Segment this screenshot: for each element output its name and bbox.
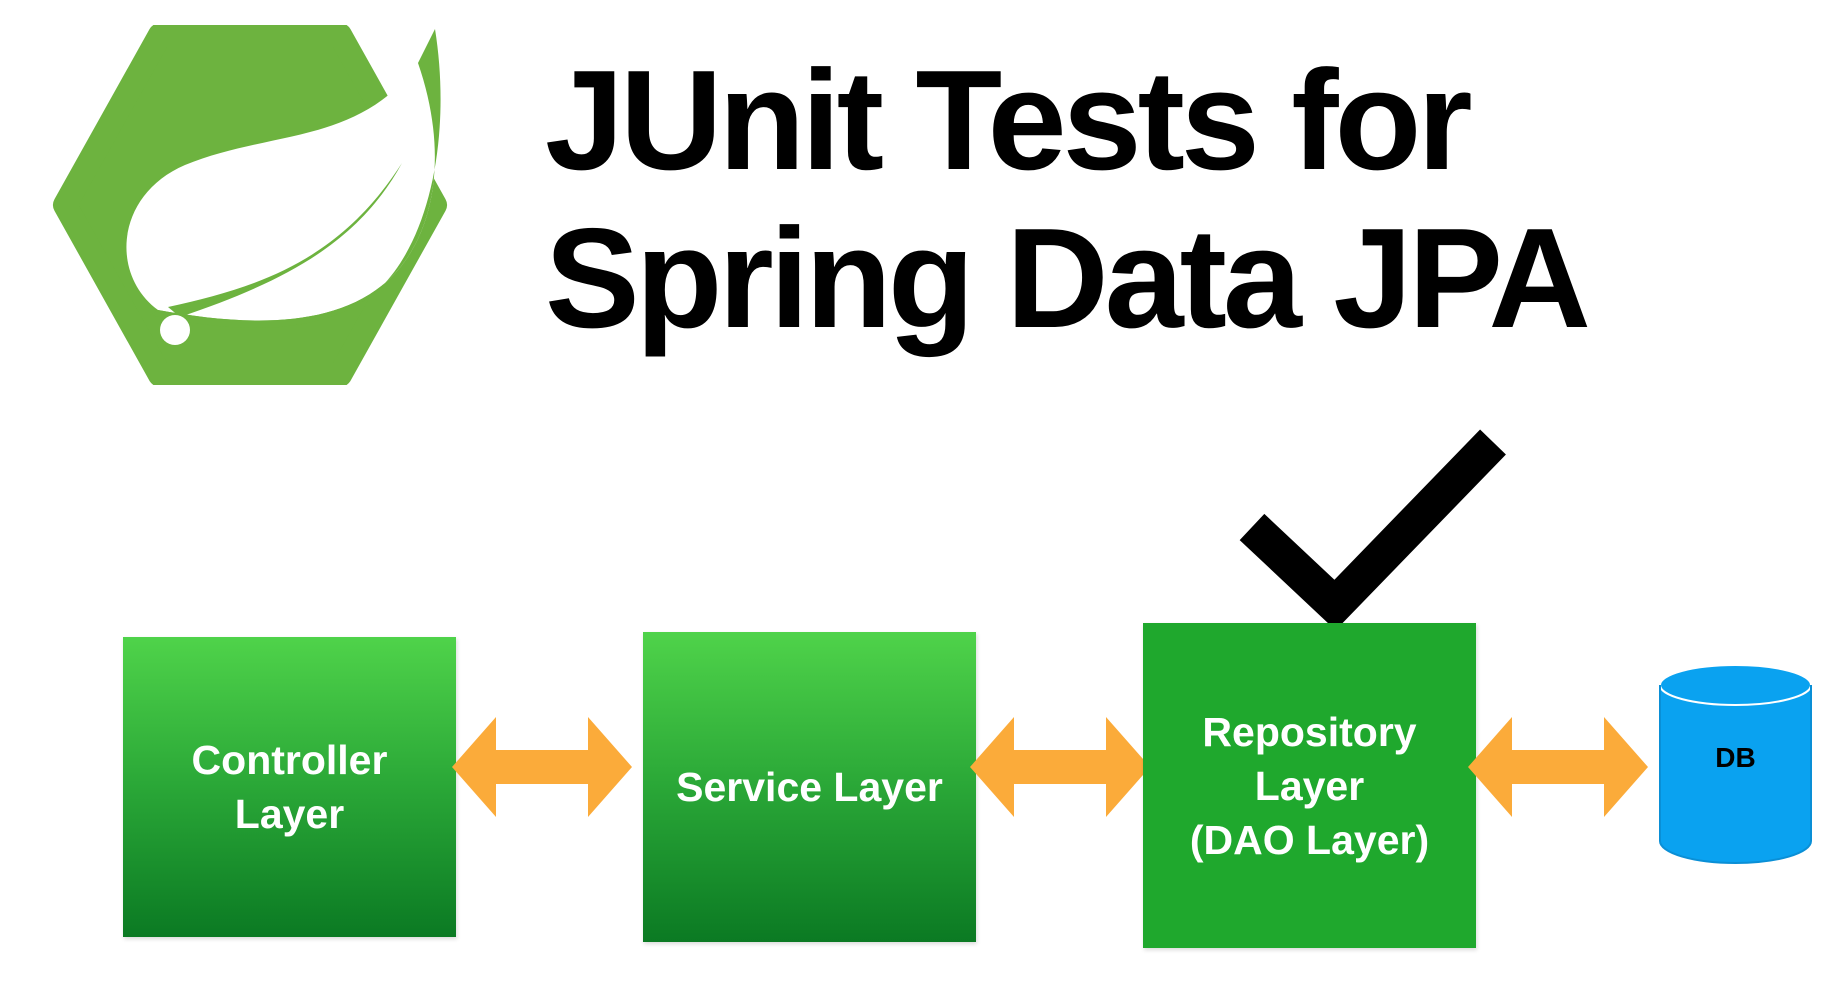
repository-layer-box: Repository Layer (DAO Layer) [1143,623,1476,948]
title-line-1: JUnit Tests for [545,41,1473,200]
service-layer-label: Service Layer [676,764,943,810]
service-layer-box: Service Layer [643,632,976,942]
repository-layer-label-line-3: (DAO Layer) [1189,816,1430,863]
database-label: DB [1715,742,1756,773]
checkmark-icon [1239,429,1506,631]
repository-layer-label-line-1: Repository [1202,708,1417,755]
double-headed-arrow-icon [1468,717,1648,817]
controller-layer-box: Controller Layer [123,637,456,937]
repository-layer-label-line-2: Layer [1254,762,1365,809]
controller-layer-label-line-1: Controller [191,737,388,783]
double-headed-arrow-icon [970,717,1150,817]
spring-leaf-icon [53,25,447,385]
database-cylinder-icon [1659,664,1812,864]
double-headed-arrow-icon [452,717,632,817]
title-line-2: Spring Data JPA [545,199,1591,358]
page-title: JUnit Tests for Spring Data JPA [545,41,1591,358]
controller-layer-label-line-2: Layer [234,791,345,837]
